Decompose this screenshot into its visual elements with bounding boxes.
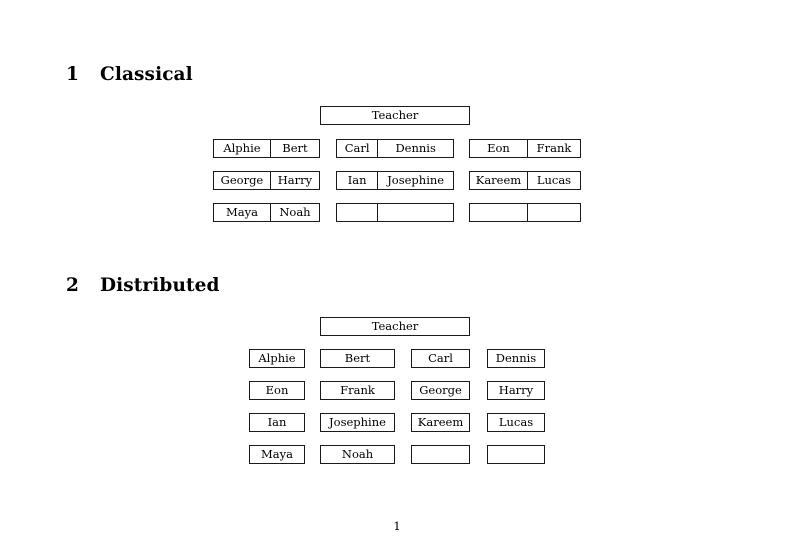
name-box: Carl bbox=[411, 349, 470, 368]
section-heading-classical: 1 Classical bbox=[66, 64, 193, 85]
table-row: George Harry bbox=[213, 171, 320, 190]
name-cell-empty bbox=[526, 204, 580, 221]
table-row: Ian Josephine bbox=[336, 171, 454, 190]
table-row: Eon Frank bbox=[469, 139, 581, 158]
name-box: George bbox=[411, 381, 470, 400]
section-heading-distributed: 2 Distributed bbox=[66, 275, 220, 296]
name-box-empty bbox=[487, 445, 545, 464]
name-cell: Eon bbox=[487, 141, 510, 155]
table-row: Kareem Lucas bbox=[469, 171, 581, 190]
name-cell: Maya bbox=[225, 205, 258, 219]
table-row: Maya Noah bbox=[213, 203, 320, 222]
name-cell: Alphie bbox=[223, 141, 261, 155]
name-cell: Ian bbox=[347, 173, 367, 187]
name-cell: Josephine bbox=[377, 172, 453, 189]
name-cell: George bbox=[220, 173, 264, 187]
section-number: 1 bbox=[66, 64, 79, 85]
section-number: 2 bbox=[66, 275, 79, 296]
name-cell: Frank bbox=[526, 140, 580, 157]
name-box: Maya bbox=[249, 445, 305, 464]
name-cell-empty bbox=[337, 204, 377, 221]
name-box: Frank bbox=[320, 381, 395, 400]
name-cell: Noah bbox=[269, 204, 319, 221]
name-box: Josephine bbox=[320, 413, 395, 432]
name-cell: Carl bbox=[344, 141, 370, 155]
name-cell: Harry bbox=[269, 172, 319, 189]
table-row: Alphie Bert bbox=[213, 139, 320, 158]
name-cell-empty bbox=[470, 204, 527, 221]
name-box: Harry bbox=[487, 381, 545, 400]
name-box: Lucas bbox=[487, 413, 545, 432]
page-number: 1 bbox=[393, 519, 401, 533]
name-box: Dennis bbox=[487, 349, 545, 368]
name-box: Bert bbox=[320, 349, 395, 368]
name-box: Alphie bbox=[249, 349, 305, 368]
name-box-empty bbox=[411, 445, 470, 464]
name-cell: Lucas bbox=[526, 172, 580, 189]
table-row: Carl Dennis bbox=[336, 139, 454, 158]
classical-teacher-box: Teacher bbox=[320, 106, 470, 125]
section-title: Classical bbox=[100, 64, 193, 85]
table-row bbox=[469, 203, 581, 222]
name-box: Eon bbox=[249, 381, 305, 400]
distributed-teacher-box: Teacher bbox=[320, 317, 470, 336]
section-title: Distributed bbox=[100, 275, 220, 296]
name-cell: Kareem bbox=[475, 173, 522, 187]
table-row bbox=[336, 203, 454, 222]
name-cell: Dennis bbox=[377, 140, 453, 157]
name-box: Kareem bbox=[411, 413, 470, 432]
name-box: Ian bbox=[249, 413, 305, 432]
name-cell-empty bbox=[377, 204, 453, 221]
name-box: Noah bbox=[320, 445, 395, 464]
name-cell: Bert bbox=[269, 140, 319, 157]
